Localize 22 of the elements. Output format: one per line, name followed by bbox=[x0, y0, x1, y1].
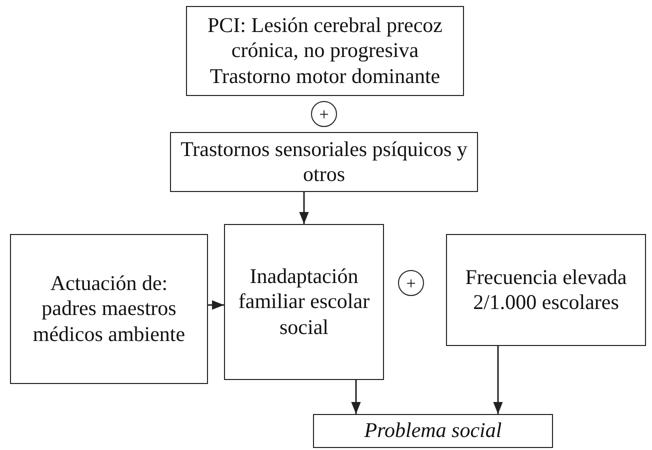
text-box bbox=[446, 234, 646, 346]
plus-sign: + bbox=[406, 274, 416, 292]
box-text: padres maestros médicos ambiente bbox=[32, 296, 186, 347]
arrow bbox=[208, 300, 224, 310]
box-text: Trastornos sensoriales psíquicos y otros bbox=[180, 136, 468, 188]
box-text: Actuación de: bbox=[50, 271, 168, 296]
box-text: Frecuencia elevada 2/1.000 escolares bbox=[464, 264, 628, 316]
text-box bbox=[313, 414, 553, 448]
box-text: Inadaptación familiar escolar social bbox=[237, 264, 371, 340]
arrow bbox=[299, 192, 309, 224]
plus-circle bbox=[398, 270, 424, 296]
text-box bbox=[10, 234, 208, 384]
box-text: PCI: Lesión cerebral precoz crónica, no progresiva bbox=[206, 13, 444, 64]
text-box bbox=[224, 224, 384, 380]
plus-circle bbox=[311, 101, 337, 127]
box-text: Trastorno motor dominante bbox=[210, 64, 440, 89]
arrow bbox=[351, 380, 361, 414]
text-box bbox=[170, 132, 478, 192]
arrow bbox=[493, 346, 503, 414]
text-box bbox=[186, 6, 464, 96]
box-text: Problema social bbox=[364, 418, 502, 444]
plus-sign: + bbox=[319, 106, 329, 122]
